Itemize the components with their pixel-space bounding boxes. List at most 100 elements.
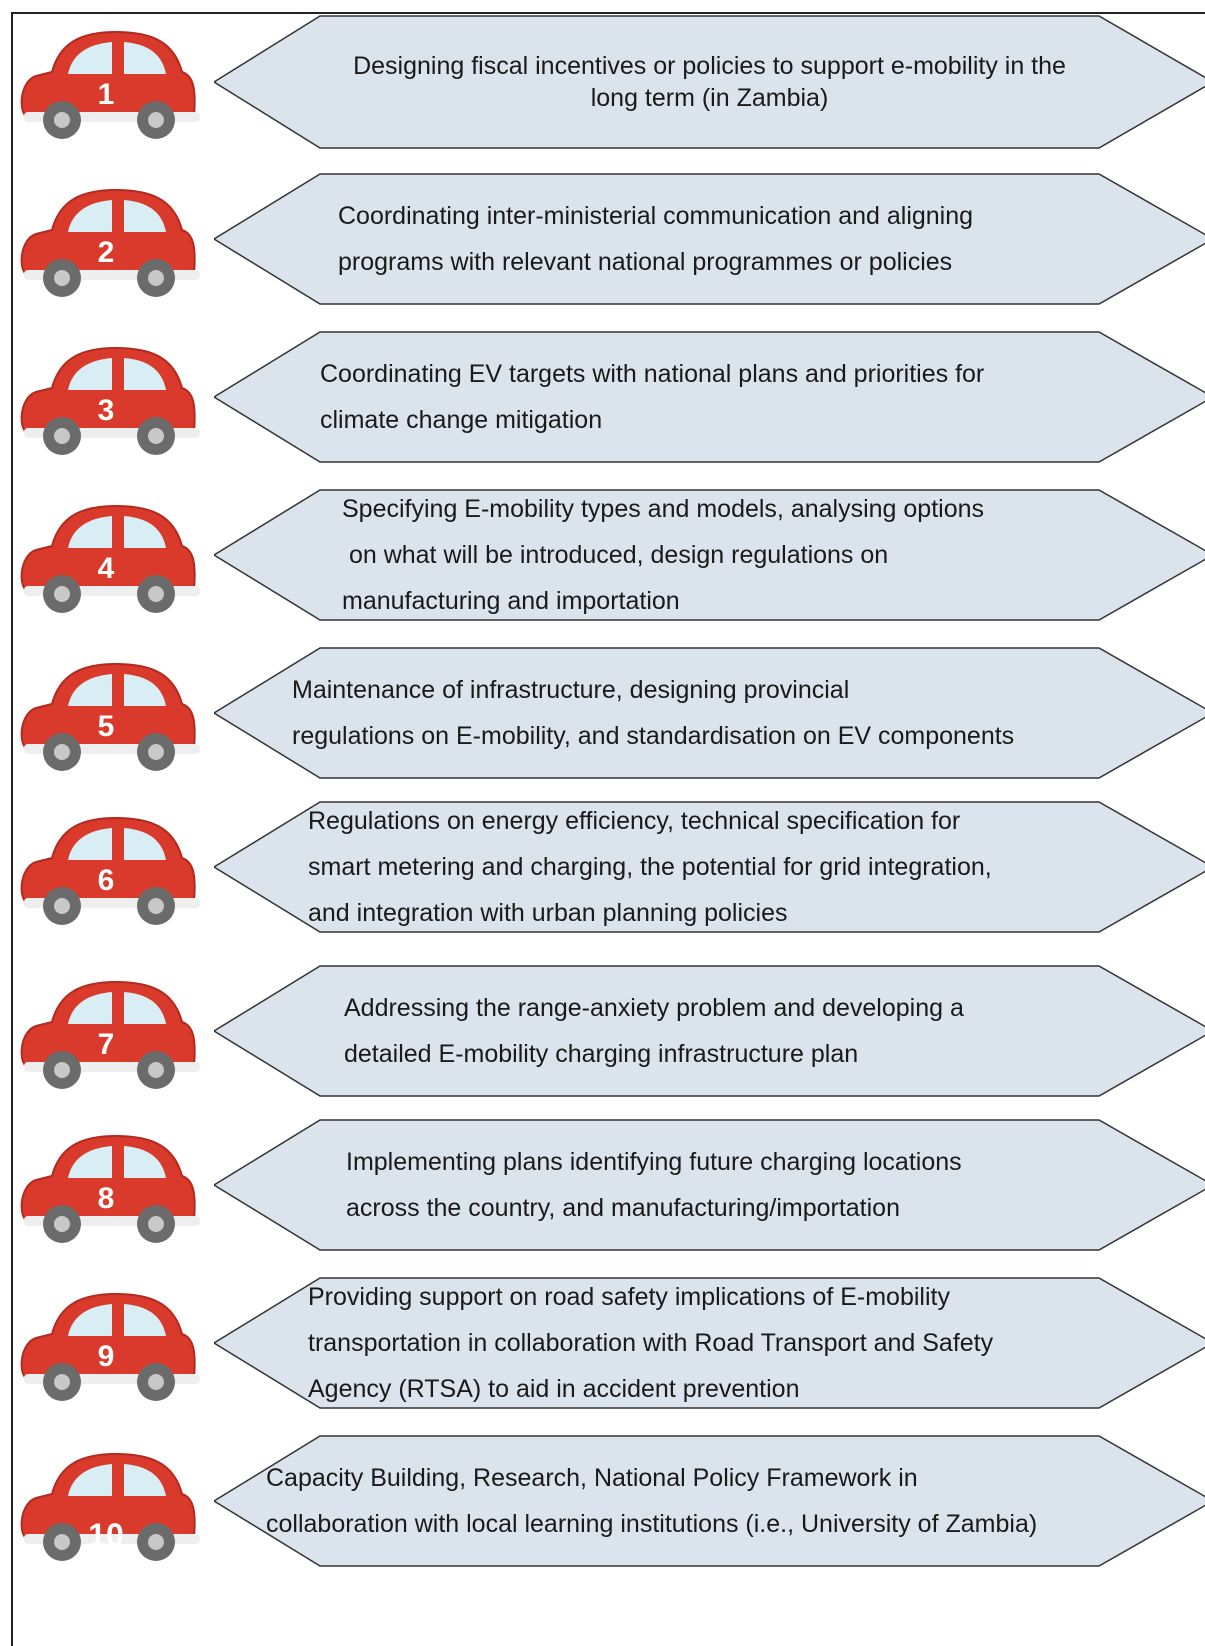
step-text-line: Designing fiscal incentives or policies …	[353, 52, 1066, 80]
step-text-line: Addressing the range-anxiety problem and…	[344, 994, 964, 1022]
car-window-right	[124, 674, 166, 706]
step-banner: Implementing plans identifying future ch…	[214, 1118, 1205, 1252]
step-text-line: long term (in Zambia)	[590, 84, 829, 112]
car-window-right	[124, 1146, 166, 1178]
step-banner: Designing fiscal incentives or policies …	[214, 14, 1205, 150]
hexagon-shape	[214, 647, 1205, 779]
hexagon-shape	[214, 331, 1205, 463]
step-number: 3	[98, 394, 115, 427]
step-text: Regulations on energy efficiency, techni…	[308, 798, 1205, 936]
car-icon: 6	[12, 806, 202, 926]
step-number: 5	[98, 710, 115, 743]
step-text-line: programs with relevant national programm…	[338, 248, 953, 276]
step-row: 9 Providing support on road safety impli…	[0, 1276, 1205, 1410]
step-row: 3 Coordinating EV targets with national …	[0, 330, 1205, 464]
wheel-left-icon	[43, 1523, 81, 1561]
step-banner: Coordinating inter-ministerial communica…	[214, 172, 1205, 306]
step-row: 1 Designing fiscal incentives or policie…	[0, 14, 1205, 150]
hexagon-shape	[214, 965, 1205, 1097]
car-window-right	[124, 42, 166, 74]
hexagon-shape	[214, 1119, 1205, 1251]
car-window-right	[124, 1464, 166, 1496]
step-text-line: on what will be introduced, design regul…	[342, 541, 889, 569]
step-number: 1	[98, 78, 115, 111]
step-text: Coordinating inter-ministerial communica…	[338, 193, 1205, 285]
step-banner: Regulations on energy efficiency, techni…	[214, 800, 1205, 934]
step-banner: Maintenance of infrastructure, designing…	[214, 646, 1205, 780]
step-text-line: Coordinating inter-ministerial communica…	[338, 202, 974, 230]
step-number: 6	[98, 864, 115, 897]
hexagon-shape	[214, 15, 1205, 149]
step-text: Designing fiscal incentives or policies …	[274, 50, 1145, 114]
step-text-line: Regulations on energy efficiency, techni…	[308, 807, 961, 835]
wheel-left-icon	[43, 887, 81, 925]
car-window-left	[68, 828, 112, 860]
car-window-left	[68, 200, 112, 232]
car-window-left	[68, 1146, 112, 1178]
wheel-left-icon	[43, 575, 81, 613]
step-text-line: Maintenance of infrastructure, designing…	[292, 676, 850, 704]
wheel-left-icon	[43, 733, 81, 771]
step-text-line: smart metering and charging, the potenti…	[308, 853, 992, 881]
step-text-line: across the country, and manufacturing/im…	[346, 1194, 900, 1222]
step-banner: Capacity Building, Research, National Po…	[214, 1434, 1205, 1568]
car-window-right	[124, 992, 166, 1024]
car-window-right	[124, 200, 166, 232]
step-text-line: Coordinating EV targets with national pl…	[320, 360, 985, 388]
wheel-left-icon	[43, 259, 81, 297]
hexagon-shape	[214, 801, 1205, 933]
car-window-left	[68, 992, 112, 1024]
wheel-right-icon	[137, 101, 175, 139]
step-number: 9	[98, 1340, 115, 1373]
step-number: 7	[98, 1028, 115, 1061]
step-row: 7 Addressing the range-anxiety problem a…	[0, 964, 1205, 1098]
wheel-right-icon	[137, 887, 175, 925]
step-text-line: detailed E-mobility charging infrastruct…	[344, 1040, 859, 1068]
wheel-left-icon	[43, 1363, 81, 1401]
step-text: Specifying E-mobility types and models, …	[342, 486, 1205, 624]
step-text: Implementing plans identifying future ch…	[346, 1139, 1205, 1231]
wheel-right-icon	[137, 1205, 175, 1243]
step-number: 10	[88, 1517, 124, 1553]
car-icon: 4	[12, 494, 202, 614]
car-window-left	[68, 674, 112, 706]
step-text-line: collaboration with local learning instit…	[266, 1510, 1038, 1538]
hexagon-shape	[214, 1435, 1205, 1567]
wheel-left-icon	[43, 1051, 81, 1089]
step-number: 4	[98, 552, 115, 585]
car-icon: 2	[12, 178, 202, 298]
step-banner: Specifying E-mobility types and models, …	[214, 488, 1205, 622]
step-row: 8 Implementing plans identifying future …	[0, 1118, 1205, 1252]
wheel-right-icon	[137, 1051, 175, 1089]
wheel-right-icon	[137, 417, 175, 455]
step-text-line: Implementing plans identifying future ch…	[346, 1148, 962, 1176]
car-icon: 7	[12, 970, 202, 1090]
step-row: 4 Specifying E-mobility types and models…	[0, 488, 1205, 622]
car-icon: 5	[12, 652, 202, 772]
car-window-right	[124, 358, 166, 390]
car-icon: 3	[12, 336, 202, 456]
step-row: 6 Regulations on energy efficiency, tech…	[0, 800, 1205, 934]
wheel-right-icon	[137, 733, 175, 771]
step-text-line: regulations on E-mobility, and standardi…	[292, 722, 1015, 750]
car-window-right	[124, 828, 166, 860]
step-text-line: climate change mitigation	[320, 406, 603, 434]
car-window-right	[124, 1304, 166, 1336]
step-banner: Providing support on road safety implica…	[214, 1276, 1205, 1410]
step-text: Maintenance of infrastructure, designing…	[292, 667, 1205, 759]
step-text: Addressing the range-anxiety problem and…	[344, 985, 1205, 1077]
car-window-left	[68, 1304, 112, 1336]
car-icon: 1	[12, 20, 202, 140]
step-text: Coordinating EV targets with national pl…	[320, 351, 1205, 443]
car-icon: 9	[12, 1282, 202, 1402]
hexagon-shape	[214, 489, 1205, 621]
step-row: 10 Capacity Building, Research, National…	[0, 1434, 1205, 1568]
step-text: Providing support on road safety implica…	[308, 1274, 1205, 1412]
wheel-right-icon	[137, 259, 175, 297]
step-text-line: Capacity Building, Research, National Po…	[266, 1464, 918, 1492]
diagram-frame	[11, 12, 1205, 1646]
car-window-left	[68, 358, 112, 390]
car-window-right	[124, 516, 166, 548]
hexagon-shape	[214, 1277, 1205, 1409]
step-banner: Addressing the range-anxiety problem and…	[214, 964, 1205, 1098]
